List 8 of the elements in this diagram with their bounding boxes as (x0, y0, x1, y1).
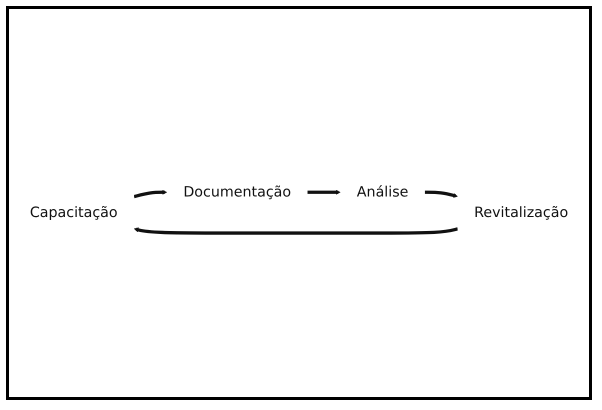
node-text: Documentação (183, 184, 292, 200)
node-text: Revitalização (474, 204, 568, 220)
arrow (308, 190, 341, 194)
node-text: Análise (356, 184, 408, 200)
arrow (134, 227, 458, 234)
arrow (424, 190, 458, 198)
arrow (134, 190, 168, 198)
node-text: Capacitação (30, 204, 118, 220)
